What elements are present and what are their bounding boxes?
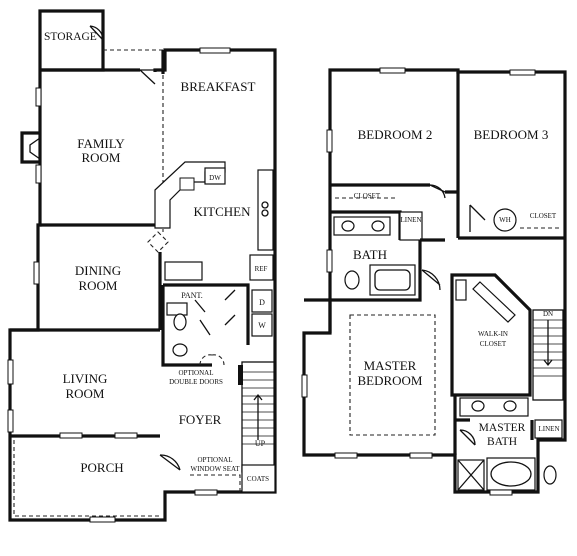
master-bath-door — [459, 429, 476, 446]
powder-sink — [172, 343, 188, 357]
dining-counter — [164, 261, 203, 281]
master-tub-basin — [490, 461, 532, 487]
bedroom2-door — [429, 184, 446, 199]
master-bath-wall — [453, 395, 534, 455]
linen-upper-label: LINEN — [401, 216, 422, 224]
powder-door — [194, 299, 211, 336]
stair-down-label: DN — [543, 310, 553, 318]
family-room-door — [139, 69, 156, 85]
living-room-label-1: LIVING — [63, 371, 108, 386]
master-toilet — [543, 465, 557, 485]
shower-x — [457, 459, 485, 491]
storage-door — [89, 25, 104, 41]
fireplace — [20, 131, 40, 164]
bath-toilet — [344, 270, 360, 290]
pantry-label: PANT. — [181, 291, 203, 300]
refrigerator — [249, 254, 274, 281]
pantry-wall — [161, 283, 215, 367]
master-vanity — [459, 397, 529, 417]
bathtub-basin — [374, 269, 411, 291]
fireplace-hearth — [29, 137, 41, 160]
master-bedroom-ceiling — [349, 314, 436, 436]
optional-doors-label-2: DOUBLE DOORS — [169, 378, 223, 386]
dining-room-label-2: ROOM — [78, 278, 117, 293]
bath-sink — [371, 220, 385, 232]
optional-double-doors — [199, 354, 225, 366]
linen-lower-label: LINEN — [539, 425, 560, 433]
porch-label: PORCH — [80, 460, 123, 475]
dishwasher-label: DW — [209, 174, 221, 182]
entry-door — [159, 454, 181, 471]
first-floor-exterior-wall-2 — [10, 68, 160, 438]
porch-outline — [13, 440, 160, 517]
sink — [179, 177, 195, 191]
closet-shelf — [455, 279, 467, 301]
master-bedroom-label-1: MASTER — [364, 358, 417, 373]
second-floor-plan — [301, 67, 567, 496]
window-seat-label-2: WINDOW SEAT — [190, 465, 240, 473]
walk-in-closet-wall — [450, 273, 532, 397]
master-bedroom-top-wall — [304, 298, 332, 333]
dishwasher — [204, 167, 226, 185]
bedroom3-door — [469, 204, 486, 232]
walk-in-closet-label-2: CLOSET — [480, 340, 507, 348]
family-room-label-2: ROOM — [81, 150, 120, 165]
bedroom2-label: BEDROOM 2 — [358, 127, 433, 142]
powder-toilet — [173, 313, 187, 331]
walk-in-closet-label-1: WALK-IN — [478, 330, 508, 338]
family-room-label-1: FAMILY — [77, 136, 125, 151]
linen-closet-upper — [399, 211, 423, 241]
washer-label: W — [258, 321, 266, 330]
laundry-wall — [215, 283, 250, 345]
coats-label: COATS — [247, 475, 269, 483]
water-heater — [493, 208, 517, 232]
kitchen-label: KITCHEN — [193, 204, 251, 219]
refrigerator-label: REF — [255, 265, 268, 273]
stair-arrow — [253, 393, 263, 440]
storage-label: STORAGE — [44, 31, 97, 43]
stair-up-label: UP — [255, 439, 266, 448]
burner — [261, 201, 269, 209]
window-seat — [190, 474, 241, 492]
staircase-down — [532, 309, 564, 401]
dryer-label: D — [259, 298, 265, 307]
stair-down-arrow — [543, 320, 553, 367]
second-floor-windows — [301, 67, 536, 496]
optional-doors-label-1: OPTIONAL — [179, 369, 214, 377]
dining-room-label-1: DINING — [75, 263, 121, 278]
closet-left-label: CLOSET — [354, 192, 381, 200]
pantry-shelf — [166, 302, 188, 316]
first-floor-windows — [7, 47, 231, 523]
linen-closet-lower — [534, 419, 563, 439]
bath-label: BATH — [353, 247, 387, 262]
stair-treads — [242, 371, 275, 445]
door-jamb — [238, 365, 243, 385]
master-bath-label-2: BATH — [487, 436, 517, 448]
dryer — [251, 289, 273, 313]
bath-sink — [341, 220, 355, 232]
first-floor-plan — [7, 9, 277, 523]
bedroom2-bottom-wall — [330, 183, 458, 194]
dining-opening — [147, 231, 169, 253]
living-room-label-2: ROOM — [65, 386, 104, 401]
bath-door — [421, 269, 441, 291]
bedroom3-label: BEDROOM 3 — [474, 127, 549, 142]
master-bedroom-label-2: BEDROOM — [357, 373, 422, 388]
master-sink — [503, 400, 517, 412]
closet-shelf-diagonal — [472, 281, 516, 323]
laundry-door — [224, 289, 236, 326]
window-seat-label-1: OPTIONAL — [198, 456, 233, 464]
water-heater-label: WH — [499, 216, 511, 224]
coats-closet — [241, 464, 276, 493]
bath-right-wall — [330, 240, 422, 302]
closet-right-label: CLOSET — [530, 212, 557, 220]
master-tub — [486, 457, 536, 491]
master-bath-label-1: MASTER — [479, 422, 526, 434]
burner — [261, 209, 269, 217]
breakfast-label: BREAKFAST — [181, 79, 256, 94]
master-sink — [471, 400, 485, 412]
foyer-label: FOYER — [179, 412, 222, 427]
washer — [251, 313, 273, 337]
